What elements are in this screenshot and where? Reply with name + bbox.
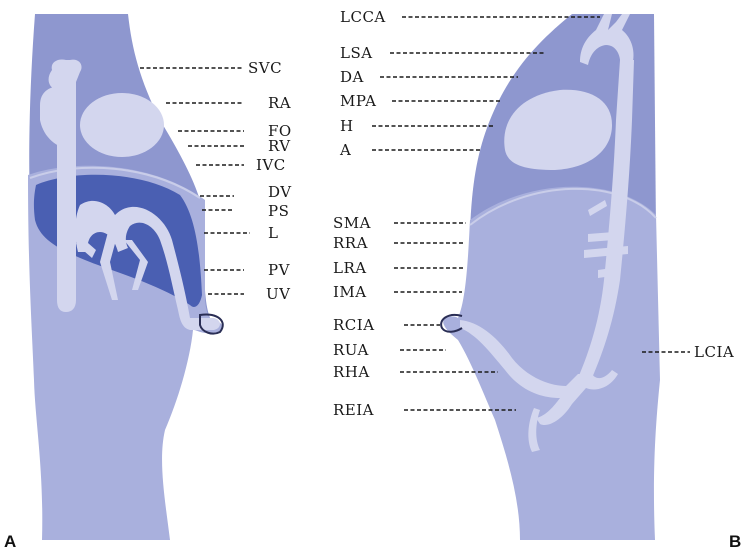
label-lsa: LSA [340,44,373,62]
panel-b-figure [441,14,660,540]
label-sma: SMA [333,214,371,232]
label-pv: PV [268,261,291,279]
label-ima: IMA [333,283,367,301]
panel-a-heart-chamber [80,93,164,157]
panel-a-figure [28,14,223,540]
label-dv: DV [268,183,292,201]
panel-b-letter: B [729,532,741,551]
label-a: A [339,141,351,159]
label-rcia: RCIA [333,316,375,334]
label-mpa: MPA [340,92,376,110]
label-da: DA [340,68,364,86]
label-rv: RV [268,137,291,155]
label-lcia: LCIA [694,343,734,361]
panel-a-letter: A [4,532,16,551]
label-ivc: IVC [256,156,286,174]
label-lcca: LCCA [340,8,386,26]
label-rha: RHA [333,363,370,381]
label-h: H [340,117,354,135]
panel-a-labels: SVC RA FO RV IVC DV PS L PV UV [248,59,292,303]
label-ra: RA [268,94,291,112]
label-reia: REIA [333,401,374,419]
panel-b-body-abdomen [443,187,660,540]
label-ps: PS [268,202,289,220]
label-rua: RUA [333,341,369,359]
label-l: L [268,224,278,242]
label-rra: RRA [333,234,368,252]
label-svc: SVC [248,59,282,77]
label-lra: LRA [333,259,367,277]
label-uv: UV [266,285,291,303]
